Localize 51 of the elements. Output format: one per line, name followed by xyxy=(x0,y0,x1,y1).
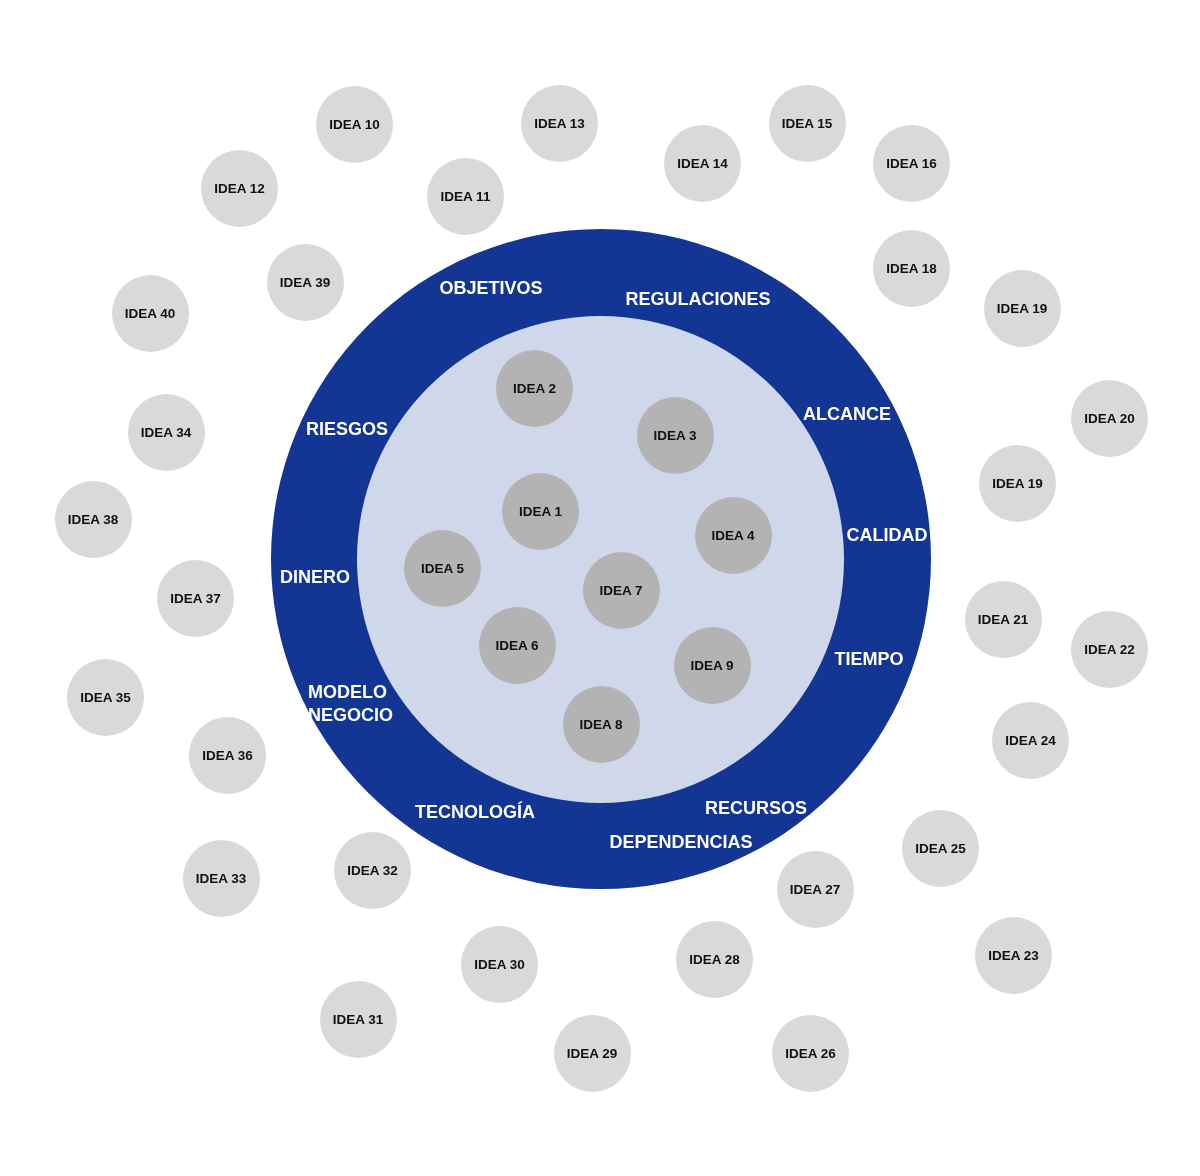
idea-label: IDEA 35 xyxy=(80,689,131,705)
idea-label: IDEA 6 xyxy=(495,638,539,653)
idea-label: IDEA 31 xyxy=(332,1012,384,1027)
idea-label: IDEA 4 xyxy=(711,527,755,543)
idea-label: IDEA 8 xyxy=(579,716,623,732)
idea-label: IDEA 26 xyxy=(785,1046,836,1061)
idea-label: IDEA 19 xyxy=(996,300,1048,316)
idea-label: IDEA 9 xyxy=(690,658,734,673)
idea-label: IDEA 38 xyxy=(67,511,119,527)
idea-label: IDEA 16 xyxy=(886,155,937,171)
idea-label: IDEA 33 xyxy=(195,870,247,886)
idea-label: IDEA 27 xyxy=(789,882,841,897)
idea-label: IDEA 29 xyxy=(566,1045,618,1061)
idea-label: IDEA 15 xyxy=(781,115,833,131)
idea-label: IDEA 7 xyxy=(599,583,643,598)
idea-label: IDEA 37 xyxy=(170,591,221,606)
idea-label: IDEA 22 xyxy=(1084,641,1135,657)
idea-label: IDEA 20 xyxy=(1084,411,1135,426)
idea-label: IDEA 5 xyxy=(421,561,464,576)
idea-label: IDEA 13 xyxy=(534,116,585,131)
category-label: DINERO xyxy=(280,566,350,588)
idea-label: IDEA 36 xyxy=(202,747,253,763)
idea-label: IDEA 12 xyxy=(214,180,265,196)
idea-label: IDEA 2 xyxy=(513,380,556,396)
idea-label: IDEA 21 xyxy=(977,612,1029,627)
idea-label: IDEA 39 xyxy=(279,275,331,290)
idea-label: IDEA 34 xyxy=(140,424,192,440)
idea-label: IDEA 1 xyxy=(519,503,562,519)
idea-label: IDEA 40 xyxy=(124,305,176,321)
category-label: RECURSOS xyxy=(705,797,807,819)
idea-label: IDEA 28 xyxy=(689,952,740,967)
category-label: TIEMPO xyxy=(834,648,904,670)
category-label: DEPENDENCIAS xyxy=(609,831,753,853)
idea-label: IDEA 30 xyxy=(474,957,525,972)
category-label: OBJETIVOS xyxy=(439,277,543,299)
idea-label: IDEA 3 xyxy=(653,427,697,443)
idea-label: IDEA 24 xyxy=(1005,733,1056,748)
idea-label: IDEA 18 xyxy=(886,261,937,276)
category-label: REGULACIONES xyxy=(625,288,771,310)
idea-label: IDEA 32 xyxy=(347,863,398,878)
idea-label: IDEA 23 xyxy=(988,948,1039,963)
idea-label: IDEA 25 xyxy=(915,840,966,856)
category-label: MODELO NEGOCIO xyxy=(308,681,394,727)
idea-label: IDEA 14 xyxy=(677,156,728,171)
category-label: RIESGOS xyxy=(306,418,389,440)
category-label: TECNOLOGÍA xyxy=(415,801,535,823)
idea-label: IDEA 11 xyxy=(440,188,491,204)
idea-label: IDEA 10 xyxy=(329,117,380,132)
category-label: ALCANCE xyxy=(803,403,891,425)
idea-label: IDEA 19 xyxy=(992,476,1043,491)
category-label: CALIDAD xyxy=(846,524,928,546)
